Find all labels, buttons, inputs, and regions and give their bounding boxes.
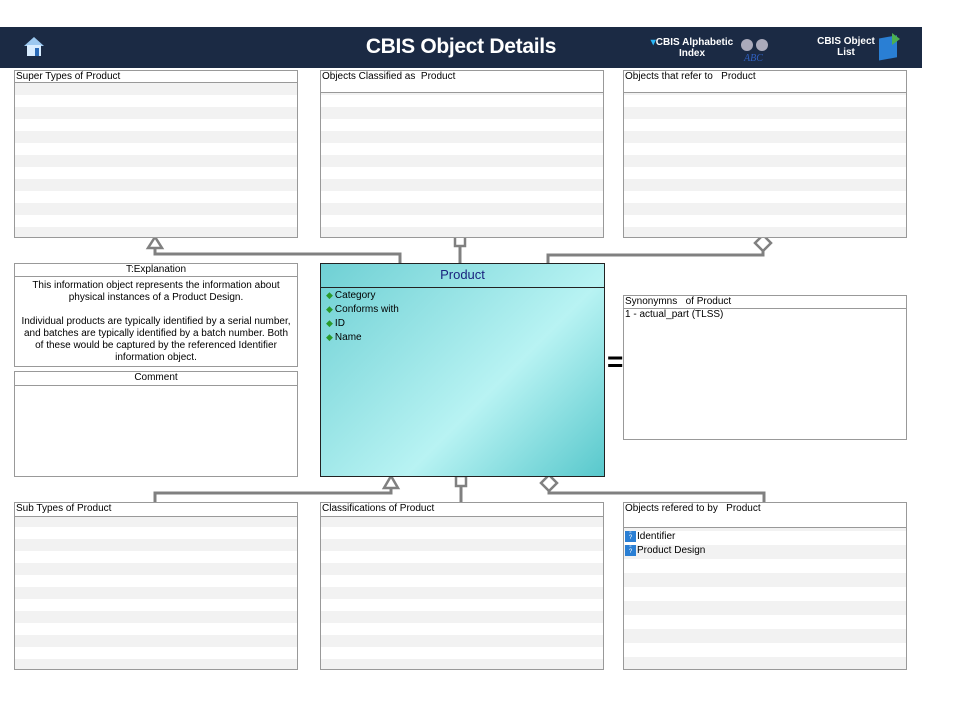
object-icon: ▫? <box>625 544 636 556</box>
list-item[interactable]: ▫?Identifier <box>624 529 906 543</box>
attribute-label: Category <box>334 290 376 301</box>
book-icon[interactable] <box>876 29 904 63</box>
generalization-triangle <box>145 234 165 250</box>
page-title: CBIS Object Details <box>365 35 557 58</box>
product-class-box[interactable]: Product ◆Category ◆Conforms with ◆ID ◆Na… <box>320 263 605 477</box>
synonyms-panel: Synonymns of Product 1 - actual_part (TL… <box>623 295 907 440</box>
panel-title: Classifications of Product <box>321 503 603 517</box>
explanation-text: This information object represents the i… <box>32 280 280 303</box>
panel-title: T:Explanation <box>15 264 297 277</box>
alphabetic-index-link[interactable]: ▾CBIS Alphabetic Index <box>650 37 734 59</box>
panel-title: Objects Classified as Product <box>321 71 603 93</box>
list-item[interactable]: ▫?Product Design <box>624 543 906 557</box>
object-icon: ▫? <box>625 530 636 542</box>
classified-as-panel: Objects Classified as Product <box>320 70 604 238</box>
attribute-label: Name <box>334 332 362 343</box>
refer-to-panel: Objects that refer to Product <box>623 70 907 238</box>
sub-types-panel: Sub Types of Product <box>14 502 298 670</box>
header-bar: CBIS Object Details ▾CBIS Alphabetic Ind… <box>0 27 922 68</box>
explanation-panel: T:Explanation This information object re… <box>14 263 298 367</box>
explanation-text: Individual products are typically identi… <box>21 316 291 363</box>
synonym-item: 1 - actual_part (TLSS) <box>625 309 724 320</box>
item-label: Product Design <box>637 544 706 556</box>
attribute[interactable]: ◆ID <box>321 316 604 330</box>
attribute-icon: ◆ <box>326 304 333 314</box>
attribute[interactable]: ◆Conforms with <box>321 302 604 316</box>
attribute-label: Conforms with <box>334 304 399 315</box>
attribute-icon: ◆ <box>326 290 333 300</box>
attribute[interactable]: ◆Name <box>321 330 604 344</box>
object-list-link[interactable]: CBIS Object List <box>817 36 875 58</box>
classifications-panel: Classifications of Product <box>320 502 604 670</box>
attribute[interactable]: ◆Category <box>321 288 604 302</box>
panel-title: Comment <box>15 372 297 386</box>
panel-title: Sub Types of Product <box>15 503 297 517</box>
binoculars-icon[interactable]: ABC <box>738 33 772 64</box>
attribute-icon: ◆ <box>326 332 333 342</box>
svg-text:ABC: ABC <box>743 53 763 63</box>
equals-sign: = <box>607 346 624 377</box>
super-types-panel: Super Types of Product <box>14 70 298 238</box>
panel-title: Objects that refer to Product <box>624 71 906 93</box>
comment-panel: Comment <box>14 371 298 477</box>
panel-title: Synonymns of Product <box>624 296 906 309</box>
item-label: Identifier <box>637 530 676 542</box>
alphabetic-index-label: CBIS Alphabetic Index <box>655 37 734 59</box>
attribute-icon: ◆ <box>326 318 333 328</box>
attribute-label: ID <box>334 318 345 329</box>
referred-by-panel: Objects refered to by Product ▫?Identifi… <box>623 502 907 670</box>
home-icon[interactable] <box>22 35 46 57</box>
panel-title: Super Types of Product <box>15 71 297 83</box>
class-name: Product <box>321 264 604 288</box>
panel-title: Objects refered to by Product <box>624 503 906 528</box>
